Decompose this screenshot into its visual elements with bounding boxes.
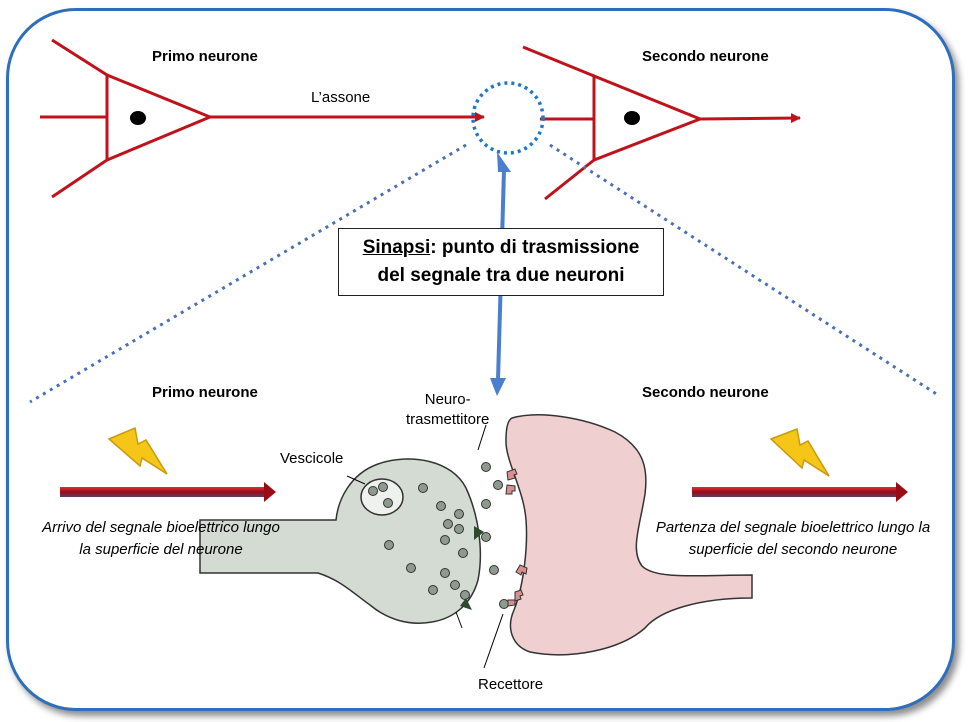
callout-line-1-rest: : punto di trasmissione [430, 237, 640, 258]
neurotransmitter-dot [406, 563, 416, 573]
lightning-bolt-icon [107, 426, 168, 475]
arrival-caption: Arrivo del segnale bioelettrico lungo la… [42, 519, 280, 558]
neurotransmitter-dot [493, 480, 503, 490]
neurotransmitter-dot [443, 519, 453, 529]
neurotransmitter-dot [481, 462, 491, 472]
release-site-pointer [455, 611, 463, 629]
receptor [506, 468, 518, 481]
callout-term: Sinapsi [362, 237, 431, 258]
neurotransmitter-dot [481, 532, 491, 542]
second-neuron-axon [699, 113, 801, 124]
zoom-line-right [549, 143, 939, 397]
second-neuron-nucleus [624, 111, 640, 125]
bottom-second-neuron-label: Secondo neurone [642, 384, 769, 401]
neurotransmitter-label-line-2: trasmettitore [406, 411, 490, 428]
vesicles-label: Vescicole [280, 450, 344, 467]
second-neuron-dendrite-bottom [544, 158, 595, 201]
neurotransmitter-dot [440, 568, 450, 578]
second-neuron-schematic [522, 45, 801, 201]
callout-line-1: Sinapsi: punto di trasmissione [339, 234, 663, 262]
synaptic-cleft [481, 462, 509, 609]
presynaptic-terminal [199, 458, 484, 624]
receptor [507, 599, 516, 607]
synapse-callout-box: Sinapsi: punto di trasmissione del segna… [338, 228, 664, 296]
top-second-neuron-label: Secondo neurone [642, 48, 769, 65]
neurotransmitter-dot [428, 585, 438, 595]
neurotransmitter-dot [450, 580, 460, 590]
first-neuron-schematic [40, 38, 485, 199]
axon-label: L’assone [311, 89, 371, 106]
first-neuron-dendrite-top [51, 38, 108, 77]
neurotransmitter-dot [460, 590, 470, 600]
lightning-bolt-icon [769, 427, 830, 477]
second-neuron-soma [592, 73, 705, 163]
departure-signal-arrow [692, 482, 908, 502]
neurotransmitter-dot [481, 499, 491, 509]
vesicle [378, 482, 388, 492]
postsynaptic-neuron [505, 414, 753, 656]
neurotransmitter-label-line-1: Neuro- [424, 391, 471, 408]
neurotransmitter-dot [418, 483, 428, 493]
postsynaptic-membrane [505, 414, 753, 656]
receptor-label: Recettore [478, 676, 544, 693]
synapse-highlight-circle [471, 81, 545, 155]
presynaptic-bouton [199, 458, 482, 624]
receptor [505, 484, 516, 495]
vesicle [383, 498, 393, 508]
neurotransmitter-dot [454, 509, 464, 519]
neurotransmitter-dot [384, 540, 394, 550]
neurotransmitter-dot [458, 548, 468, 558]
first-neuron-soma [105, 72, 214, 163]
vesicle [368, 486, 378, 496]
neurotransmitter-dot [489, 565, 499, 575]
neurotransmitter-dot [499, 599, 509, 609]
receptor [515, 564, 528, 576]
neurotransmitter-label: Neuro- trasmettitore [406, 390, 489, 430]
neurotransmitter-dot [454, 524, 464, 534]
receptor-pointer [483, 613, 504, 669]
second-neuron-dendrite-top [522, 45, 595, 78]
neurotransmitter-dot [436, 501, 446, 511]
first-neuron-nucleus [130, 111, 146, 125]
bottom-first-neuron-label: Primo neurone [152, 384, 258, 401]
neurotransmitter-pointer [477, 424, 487, 451]
callout-line-2: del segnale tra due neuroni [377, 265, 625, 286]
arrival-signal-arrow [60, 482, 276, 502]
first-neuron-dendrite-bottom [51, 158, 108, 199]
vesicles-pointer [346, 475, 366, 485]
top-first-neuron-label: Primo neurone [152, 48, 258, 65]
departure-caption: Partenza del segnale bioelettrico lungo … [655, 519, 931, 558]
neurotransmitter-dot [440, 535, 450, 545]
